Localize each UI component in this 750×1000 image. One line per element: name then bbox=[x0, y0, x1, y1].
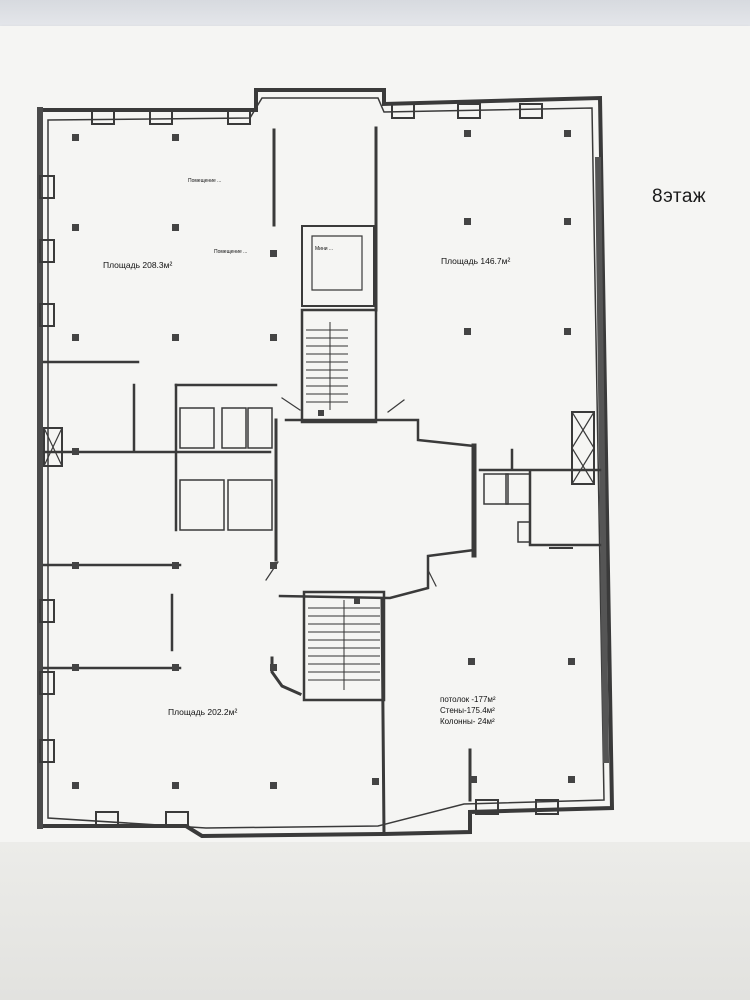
area-label-bottom-left: Площадь 202.2м² bbox=[168, 707, 237, 717]
outer-wall-inner bbox=[47, 97, 605, 829]
partition-wall bbox=[380, 598, 386, 836]
floor-label: 8этаж bbox=[652, 186, 707, 207]
ventilation-panel bbox=[571, 411, 595, 485]
note-label: Помещение ... bbox=[214, 249, 247, 255]
table-surface bbox=[0, 842, 750, 1000]
summary-walls: Стены-175.4м² bbox=[440, 706, 495, 715]
wc-cabin bbox=[179, 407, 215, 449]
door-swing bbox=[427, 569, 437, 587]
wc-cabin bbox=[247, 407, 273, 449]
summary-ceiling: потолок -177м² bbox=[440, 695, 496, 704]
wc-cabin bbox=[227, 479, 273, 531]
wc-cabin bbox=[483, 473, 509, 505]
outer-wall bbox=[38, 88, 615, 839]
wc-cabin bbox=[505, 473, 531, 505]
wc-cabin bbox=[517, 521, 531, 543]
area-label-top-left: Площадь 208.3м² bbox=[103, 260, 172, 270]
ventilation-panel bbox=[43, 427, 63, 467]
ventilation-cross bbox=[571, 411, 595, 485]
angled-wall bbox=[270, 656, 302, 696]
central-hall bbox=[278, 418, 476, 600]
upper-staircase bbox=[300, 308, 378, 424]
area-label-top-right: Площадь 146.7м² bbox=[441, 256, 510, 266]
columns bbox=[72, 130, 575, 789]
service-room-inner bbox=[311, 235, 363, 291]
lower-staircase bbox=[302, 590, 386, 702]
summary-columns: Колонны- 24м² bbox=[440, 717, 495, 726]
service-room bbox=[301, 225, 375, 307]
wc-cabin bbox=[221, 407, 247, 449]
wc-cabin bbox=[179, 479, 225, 531]
door-swing bbox=[387, 399, 405, 413]
east-wall-band bbox=[594, 156, 610, 764]
ventilation-cross bbox=[43, 427, 63, 467]
stair-treads bbox=[306, 322, 380, 690]
note-label: Мини ... bbox=[315, 246, 333, 252]
door-swing bbox=[281, 397, 301, 411]
note-label: Помещение ... bbox=[188, 178, 221, 184]
window-bays bbox=[39, 103, 559, 827]
